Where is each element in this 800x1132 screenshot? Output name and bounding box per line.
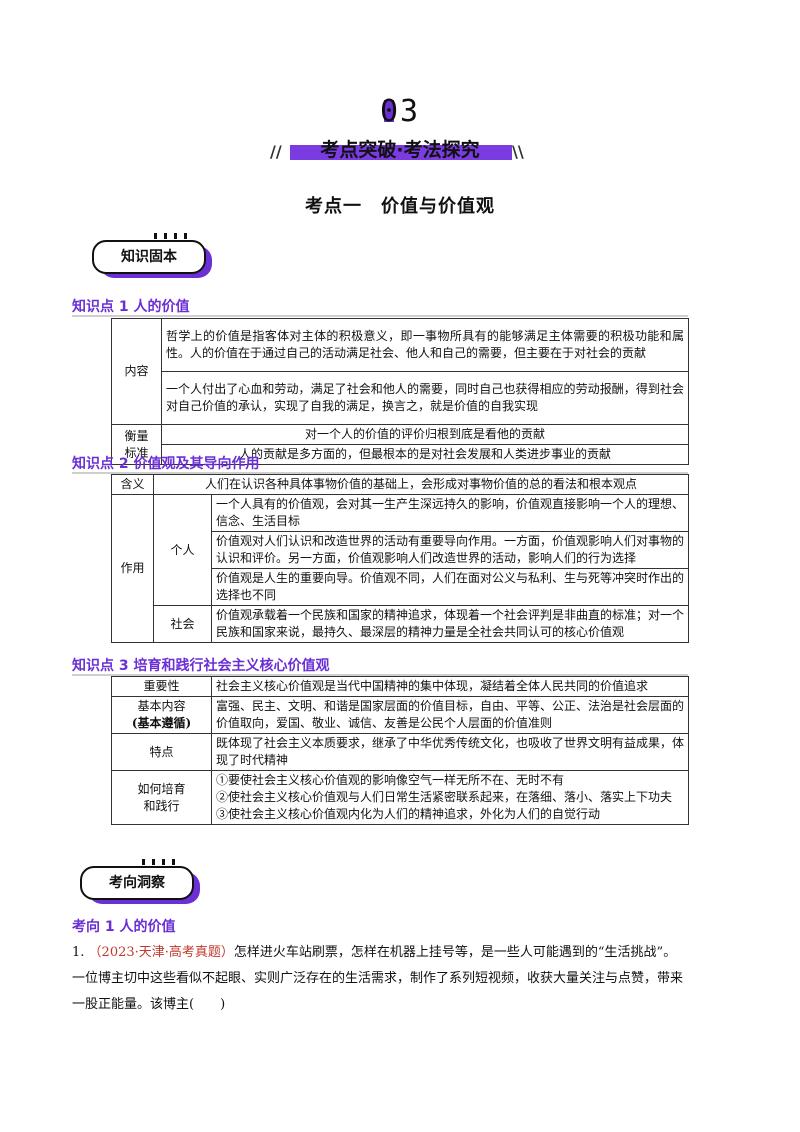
tag-label: 知识固本 bbox=[92, 240, 206, 274]
knowledge-point-1-title: 知识点 1 人的价值 bbox=[72, 298, 688, 317]
question-source: （2023·天津·高考真题） bbox=[88, 945, 234, 960]
feature-cell: 既体现了社会主义本质要求，继承了中华优秀传统文化，也吸收了世界文明有益成果，体现… bbox=[211, 733, 689, 771]
basic-label: 基本内容 (基本遵循) bbox=[111, 696, 212, 734]
how-cell: ①要使社会主义核心价值观的影响像空气一样无所不在、无时不有 ②使社会主义核心价值… bbox=[211, 770, 689, 825]
title-underline bbox=[72, 315, 688, 317]
person-cell-2: 价值观对人们认识和改造世界的活动有重要导向作用。一方面，价值观影响人们对事物的认… bbox=[211, 531, 689, 569]
knowledge-point-2-title: 知识点 2 价值观及其导向作用 bbox=[72, 455, 688, 474]
how-item-2: ②使社会主义核心价值观与人们日常生活紧密联系起来，在落细、落小、落实上下功夫 bbox=[216, 790, 673, 804]
feature-label: 特点 bbox=[111, 733, 212, 771]
kp3-title-text: 知识点 3 培育和践行社会主义核心价值观 bbox=[72, 658, 330, 674]
how-item-1: ①要使社会主义核心价值观的影响像空气一样无所不在、无时不有 bbox=[216, 773, 565, 787]
kp1-table: 内容 哲学上的价值是指客体对主体的积极意义，即一事物所具有的能够满足主体需要的积… bbox=[111, 318, 689, 465]
direction-tag: 考向洞察 bbox=[80, 859, 204, 904]
direction-1-title: 考向 1 人的价值 bbox=[72, 919, 176, 935]
person-label: 个人 bbox=[153, 494, 212, 606]
tag-ring-icon bbox=[164, 233, 167, 239]
basic-label-line1: 基本内容 bbox=[137, 699, 186, 713]
knowledge-point-3-title: 知识点 3 培育和践行社会主义核心价值观 bbox=[72, 657, 688, 676]
kp1-title-text: 知识点 1 人的价值 bbox=[72, 299, 190, 315]
question-number: 1. bbox=[72, 945, 85, 960]
tag-ring-icon bbox=[154, 233, 157, 239]
meaning-cell: 人们在认识各种具体事物价值的基础上，会形成对事物价值的总的看法和根本观点 bbox=[153, 474, 689, 495]
content-label: 内容 bbox=[111, 318, 162, 425]
measure-label-line2: 标准 bbox=[124, 445, 149, 460]
effect-label: 作用 bbox=[111, 494, 154, 643]
society-cell: 价值观承载着一个民族和国家的精神追求，体现着一个社会评判是非曲直的标准；对一个民… bbox=[211, 605, 689, 643]
tag-ring-icon bbox=[162, 859, 165, 865]
basic-label-line2: (基本遵循) bbox=[131, 716, 192, 730]
question-text: 怎样进火车站刷票，怎样在机器上挂号等，是一些人可能遇到的“生活挑战”。一位博主切… bbox=[72, 945, 684, 1012]
importance-cell: 社会主义核心价值观是当代中国精神的集中体现，凝结着全体人民共同的价值追求 bbox=[211, 676, 689, 697]
tag-label: 考向洞察 bbox=[80, 866, 194, 900]
question-1: 1. （2023·天津·高考真题）怎样进火车站刷票，怎样在机器上挂号等，是一些人… bbox=[72, 940, 688, 1018]
title-underline bbox=[72, 674, 688, 676]
person-cell-1: 一个人具有的价值观，会对其一生产生深远持久的影响，价值观直接影响一个人的理想、信… bbox=[211, 494, 689, 532]
content-cell-b: 一个人付出了心血和劳动，满足了社会和他人的需要，同时自己也获得相应的劳动报酬，得… bbox=[161, 371, 689, 425]
tag-ring-icon bbox=[142, 859, 145, 865]
tag-ring-icon bbox=[184, 233, 187, 239]
how-item-3: ③使社会主义核心价值观内化为人们的精神追求，外化为人们的自觉行动 bbox=[216, 807, 601, 821]
how-label-line1: 如何培育 bbox=[137, 781, 186, 796]
measure-cell-b: 人的贡献是多方面的，但最根本的是对社会发展和人类进步事业的贡献 bbox=[161, 444, 689, 465]
kp3-table: 重要性 社会主义核心价值观是当代中国精神的集中体现，凝结着全体人民共同的价值追求… bbox=[111, 676, 689, 825]
banner-slash-left-icon: // bbox=[270, 142, 282, 161]
title-underline bbox=[72, 472, 688, 474]
how-label-line2: 和践行 bbox=[143, 798, 180, 813]
tag-ring-icon bbox=[174, 233, 177, 239]
knowledge-tag: 知识固本 bbox=[92, 233, 216, 278]
banner-slash-right-icon: \\ bbox=[512, 142, 524, 161]
topic-title: 考点一 价值与价值观 bbox=[305, 196, 495, 217]
banner-highlight bbox=[290, 145, 512, 160]
tag-ring-icon bbox=[172, 859, 175, 865]
kp2-table: 含义 人们在认识各种具体事物价值的基础上，会形成对事物价值的总的看法和根本观点 … bbox=[111, 474, 689, 643]
content-cell-a: 哲学上的价值是指客体对主体的积极意义，即一事物所具有的能够满足主体需要的积极功能… bbox=[161, 318, 689, 372]
measure-label: 衡量 标准 bbox=[111, 424, 162, 465]
meaning-label: 含义 bbox=[111, 474, 154, 495]
section-number: 03 bbox=[379, 94, 421, 129]
tag-ring-icon bbox=[152, 859, 155, 865]
section-banner: // \\ 考点突破·考法探究 bbox=[270, 132, 530, 164]
how-label: 如何培育 和践行 bbox=[111, 770, 212, 825]
measure-label-line1: 衡量 bbox=[124, 428, 149, 443]
society-label: 社会 bbox=[153, 605, 212, 643]
importance-label: 重要性 bbox=[111, 676, 212, 697]
section-number-accent bbox=[384, 100, 394, 122]
banner-title: 考点突破·考法探究 bbox=[320, 139, 480, 161]
basic-cell: 富强、民主、文明、和谐是国家层面的价值目标，自由、平等、公正、法治是社会层面的价… bbox=[211, 696, 689, 734]
measure-cell-a: 对一个人的价值的评价归根到底是看他的贡献 bbox=[161, 424, 689, 445]
person-cell-3: 价值观是人生的重要向导。价值观不同，人们在面对公义与私利、生与死等冲突时作出的选… bbox=[211, 568, 689, 606]
kp2-title-text: 知识点 2 价值观及其导向作用 bbox=[72, 456, 260, 472]
